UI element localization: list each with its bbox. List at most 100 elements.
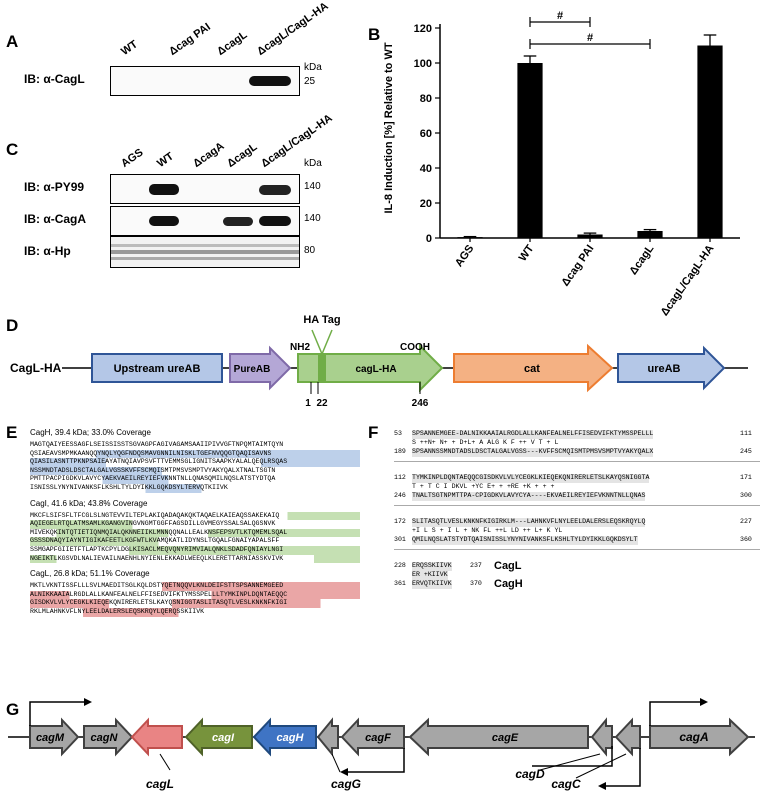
- sequence-line: SSMGAPFGIIETFTLAPTKCPYLDGLKISACLMEQVQNYR…: [30, 545, 360, 555]
- alignment-consensus: ER +KIIVK: [412, 571, 448, 580]
- lane-label: ΔcagL/CagL-HA: [255, 0, 331, 58]
- sequence-line: ISNISSLYNYNIVANKSFLKSHLTYLDYIKKLGQKDSYLT…: [30, 483, 360, 493]
- position-number: 370: [470, 580, 482, 587]
- alignment-line: ERVQTKIIVK: [412, 580, 452, 589]
- blot-band: [111, 244, 299, 247]
- x-tick-label: ΔcagL: [627, 243, 656, 278]
- promoter-arrow: [229, 345, 292, 391]
- significance-label: #: [587, 32, 593, 44]
- western-blot: [110, 66, 300, 96]
- western-blot: [110, 174, 300, 204]
- western-blot: [110, 206, 300, 236]
- panel-e: CagH, 39.4 kDa; 33.0% Coverage MAGTQAIYE…: [30, 428, 360, 617]
- gene-label: cagF: [365, 732, 391, 744]
- kda-label: kDa: [304, 62, 322, 73]
- position-number: 300: [740, 492, 752, 499]
- ib-label: IB: α-PY99: [24, 180, 85, 194]
- alignment-line: TNALTSGTNPMTTPA-CPIGDKVLAVYCYA----EKVAEI…: [412, 492, 646, 501]
- label-pointer: [539, 753, 601, 771]
- position-number: 171: [740, 474, 752, 481]
- gene-label: cagN: [91, 732, 119, 744]
- gene-cagm: [29, 717, 80, 757]
- position-number: 360: [740, 536, 752, 543]
- protein-header: CagH, 39.4 kDa; 33.0% Coverage: [30, 428, 151, 437]
- sequence-block: MAGTQAIYEESSAGFLSEISSISSTSGVAGPFAGIVAGAM…: [30, 441, 360, 493]
- bar: [517, 63, 543, 238]
- position-number: 53: [394, 430, 402, 437]
- position-number: 246: [394, 492, 406, 499]
- ha-tag-label: HA Tag: [303, 314, 340, 326]
- promoter-arrow-reverse: [606, 748, 641, 787]
- lane-label: ΔcagL: [225, 140, 260, 170]
- construct-diagram: CagL-HA Upstream ureAB PureAB cagL-HA ca…: [10, 314, 748, 409]
- lane-label: WT: [155, 150, 177, 170]
- panel-label-e: E: [6, 423, 18, 442]
- bar: [637, 231, 663, 238]
- construct-label: CagL-HA: [10, 361, 62, 375]
- y-tick-label: 60: [420, 128, 432, 140]
- alignment-block: 228 ERQSSKIIVK ER +KIIVK 361 ERVQTKIIVK …: [394, 560, 760, 602]
- y-tick-label: 20: [420, 198, 432, 210]
- promoter-arrow-reverse: [348, 748, 405, 773]
- y-axis-label: IL-8 Induction [%] Relative to WT: [383, 42, 395, 213]
- sequence-line: QIASILASNTTPKNPSAIEAYATNQIAVPSVFTTVEMMSG…: [30, 458, 360, 467]
- promoter-arrow-forward: [649, 701, 700, 726]
- arrowhead: [700, 698, 708, 706]
- x-tick-label: ΔcagL/CagL-HA: [659, 243, 717, 318]
- position-number: 245: [740, 448, 752, 455]
- gene-cagd: [590, 717, 613, 757]
- alignment-line: SPSANNEMGEE-DALNIKKAAIALRGDLALLKANFEALNE…: [412, 430, 654, 439]
- position-number: 301: [394, 536, 406, 543]
- box-label: PureAB: [234, 364, 271, 375]
- blot-band: [111, 257, 299, 260]
- box-label: ureAB: [647, 363, 680, 375]
- x-tick-label: Δcag PAI: [559, 243, 596, 289]
- protein-header: CagI, 41.6 kDa; 43.8% Coverage: [30, 498, 148, 508]
- kda-label: kDa: [304, 158, 322, 169]
- sequence-line: MKCFLSIFSFLTFCGLSLNGTEVVILTEPLAKIQADAQAK…: [30, 511, 360, 521]
- marker-label: 80: [304, 245, 316, 256]
- position-label: 22: [316, 398, 328, 409]
- panel-label-g: G: [6, 700, 20, 719]
- label-pointer: [159, 753, 171, 771]
- lane-label: Δcag PAI: [167, 20, 213, 58]
- box-label: cagL-HA: [355, 364, 396, 375]
- gene-cagg: [316, 717, 339, 757]
- significance-label: #: [557, 10, 563, 22]
- position-number: 227: [740, 518, 752, 525]
- gene-label: cagG: [331, 777, 361, 791]
- lane-label: WT: [119, 38, 141, 58]
- cat-arrow: [453, 343, 614, 393]
- alignment-block: 112 TYMKINPLDQNTAEQQCGISDKVLVLYCEGKLKIEQ…: [394, 474, 760, 518]
- position-number: 112: [394, 474, 406, 481]
- panel-label-c: C: [6, 140, 19, 159]
- sequence-line: NGEIKTLKGSVDLNALIEVAILNAENHLNYIENLEKKADL…: [30, 554, 360, 564]
- alignment-block: 172 SLITASQTLVESLKNKNFKIGIRKLM---LAHNKVF…: [394, 518, 760, 562]
- western-blot: [110, 236, 300, 268]
- promoter-arrow-forward: [29, 701, 84, 726]
- bar: [697, 45, 723, 238]
- protein-name: CagL: [494, 560, 522, 572]
- sequence-line: NSSMNDTADSLDSCTALGALVGSSKVFFSCMQISMTPMSV…: [30, 466, 360, 476]
- sequence-line: AQIEGELRTQLATMSAMLKGANGVINGVNGMTGGFFAGSD…: [30, 520, 360, 529]
- cooh-label: COOH: [400, 342, 430, 353]
- protein-name: CagH: [494, 578, 523, 590]
- marker-label: 140: [304, 181, 321, 192]
- alignment-line: QMILNQSLATSTYDTQAISNISSLYNYNIVANKSFLKSHL…: [412, 536, 638, 545]
- blot-band: [259, 185, 291, 195]
- position-label: 246: [412, 398, 429, 409]
- gene-cage: [408, 717, 589, 757]
- sequence-line: MIVEKQKINTQTIETIQNMQIALQKNNEIIKLMNNQQNAL…: [30, 528, 360, 538]
- panel-label-a: A: [6, 32, 19, 51]
- cag-gene-map: cagM cagN cagL cagI cagH cagG cagF cagE …: [8, 698, 755, 791]
- box-label: Upstream ureAB: [114, 363, 201, 375]
- gene-caga: [649, 717, 750, 757]
- gene-cagl: [130, 717, 183, 757]
- ib-label: IB: α-Hp: [24, 244, 71, 258]
- gene-label: cagL: [146, 777, 174, 791]
- gene-label: cagC: [551, 777, 581, 791]
- ib-label: IB: α-CagL: [24, 72, 85, 86]
- gene-cagi: [184, 717, 253, 757]
- alignment-line: SLITASQTLVESLKNKNFKIGIRKLM---LAHNKVFLNYL…: [412, 518, 646, 527]
- arrowhead: [598, 782, 606, 790]
